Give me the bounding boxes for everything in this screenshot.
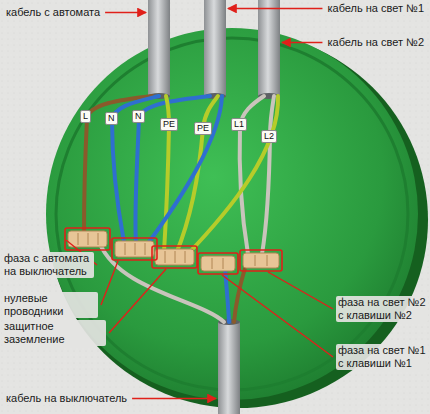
- cable-label: кабель на выключатель: [4, 392, 129, 405]
- cable-label: кабель на свет №1: [325, 2, 426, 15]
- highlight-frames: [65, 228, 282, 274]
- wire-tag: L1: [231, 118, 247, 131]
- leader-line: [282, 42, 322, 43]
- cable: [204, 0, 226, 96]
- callout-label: фаза с автомата на выключатель: [2, 252, 94, 278]
- wire-tag: N: [132, 110, 145, 123]
- wire: [262, 96, 274, 254]
- leader-line: [228, 8, 322, 9]
- wire-tag: N: [105, 112, 118, 125]
- wire-tag: PE: [194, 122, 212, 135]
- leader-line: [132, 398, 216, 399]
- callout-label: защитное заземление: [2, 320, 106, 346]
- leader-line: [101, 261, 118, 305]
- wire: [234, 268, 245, 322]
- terminals: [68, 231, 279, 271]
- wires: [84, 96, 278, 322]
- callout-label: нулевые проводники: [2, 292, 98, 318]
- wire: [146, 96, 222, 246]
- cable-label: кабель на свет №2: [325, 36, 426, 49]
- wire-tag: L2: [261, 130, 277, 143]
- callout-label: фаза на свет №1 с клавиши №1: [336, 344, 428, 370]
- leader-line: [109, 269, 166, 333]
- callout-label: фаза на свет №2 с клавиши №2: [336, 296, 428, 322]
- cable-label: кабель с автомата: [4, 6, 102, 19]
- wire-tag: L: [80, 110, 91, 123]
- leader-line: [222, 275, 333, 357]
- leader-line: [268, 272, 333, 309]
- leader-line: [105, 12, 146, 13]
- wire-tag: PE: [160, 118, 178, 131]
- wire: [186, 96, 278, 256]
- cable: [218, 322, 240, 414]
- cable: [258, 0, 280, 96]
- cable: [148, 0, 170, 96]
